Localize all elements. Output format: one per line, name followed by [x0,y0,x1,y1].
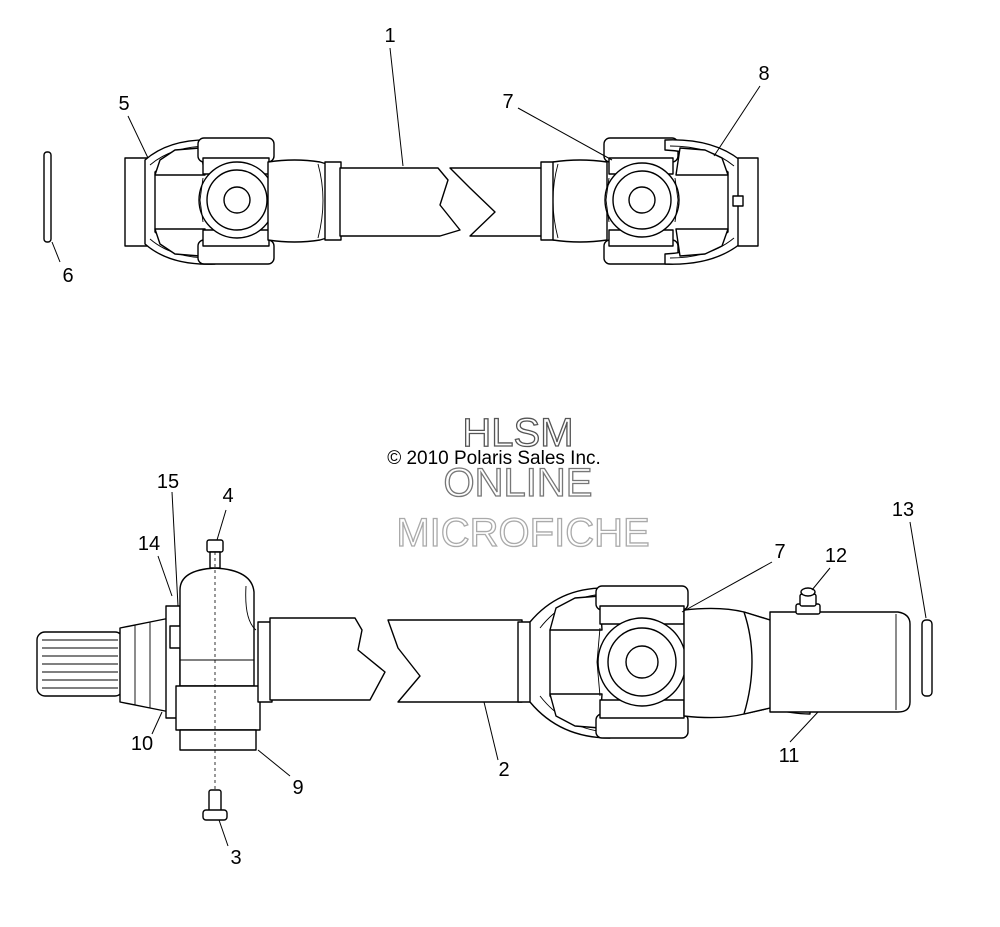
part-7-cross-bearing-upper [603,137,680,265]
shaft-yoke-right [540,159,608,243]
watermark-hlsm: HLSM [462,411,573,455]
leader-lines [51,47,927,847]
shaft-yoke-left [267,159,342,243]
watermark-copyright: © 2010 Polaris Sales Inc. [387,448,601,469]
cross-bearing-left [197,137,276,265]
lower-yoke [517,587,611,739]
part-5-yoke-left [124,139,216,265]
callout-11: 11 [779,745,800,767]
callout-12: 12 [825,545,847,567]
callout-13: 13 [892,499,914,521]
part-9-bearing-carrier [175,567,261,751]
callout-1: 1 [384,25,395,47]
part-3-bolt [202,789,228,821]
callout-9: 9 [292,777,303,799]
upper-driveshaft-assembly [43,137,759,265]
part-2-tube [387,619,523,703]
callout-8: 8 [758,63,769,85]
part-10-collar [119,617,171,713]
callout-6: 6 [62,265,73,287]
part-11-slip-shaft [769,611,911,713]
callout-15: 15 [157,471,179,493]
callout-labels: 1 2 3 4 5 6 7 7 8 9 10 11 12 13 14 15 [62,25,914,869]
part-1-tube [339,167,546,237]
callout-4: 4 [222,485,233,507]
callout-3: 3 [230,847,241,869]
callout-7-lower: 7 [774,541,785,563]
callout-7-upper: 7 [502,91,513,113]
callout-14: 14 [138,533,160,555]
callout-2: 2 [498,759,509,781]
watermark-microfiche: MICROFICHE [396,511,649,555]
watermark-online: ONLINE [444,461,593,505]
watermark: HLSM © 2010 Polaris Sales Inc. ONLINE MI… [387,410,650,555]
callout-10: 10 [131,733,153,755]
part-13-snap-ring [921,619,933,697]
callout-5: 5 [118,93,129,115]
splined-stub-shaft [36,631,124,697]
part-12-grease-fitting [795,587,821,615]
lower-driveshaft-assembly [36,539,933,821]
output-shaft-left-section [257,617,386,703]
part-7-cross-bearing-lower [595,585,689,739]
part-6-roll-pin [43,151,52,243]
